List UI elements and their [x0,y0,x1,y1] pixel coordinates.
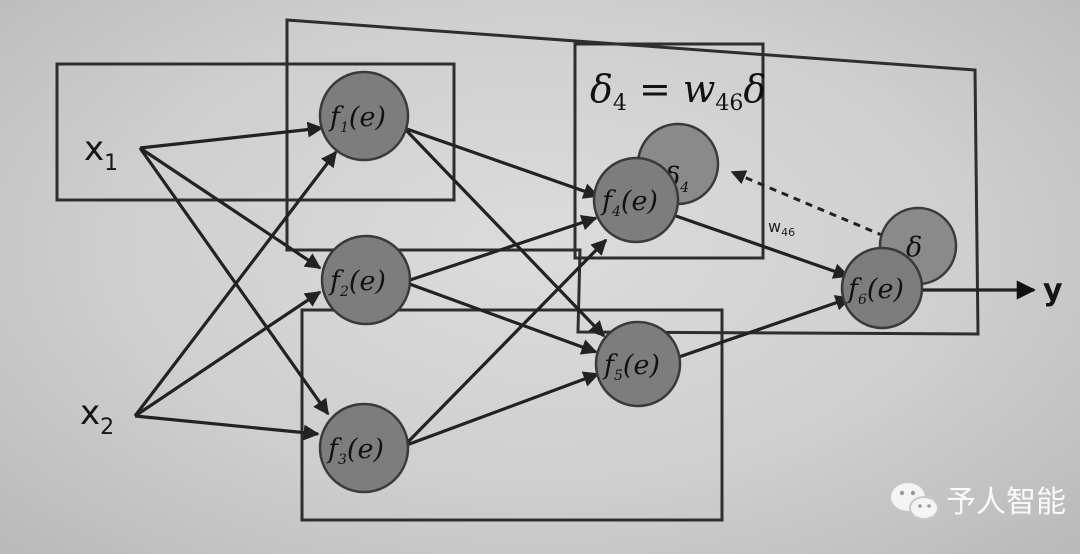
neuron-f5: f5(e) [594,320,682,408]
edge-n5-n6 [675,295,852,360]
edge-x2-n3 [134,414,320,441]
box-delta4 [573,42,765,260]
edge-n2-n4 [403,214,598,284]
input-x1-label: x1 [84,129,118,176]
edge-n4-n6 [675,214,850,279]
edge-n3-n4 [402,238,608,448]
backprop-arrow [730,170,885,238]
weight-w46-label: w46 [768,217,795,239]
neuron-f6: f6(e) [840,246,924,330]
watermark-text: 予人智能 [946,485,1066,520]
watermark: 予人智能 [891,483,1066,520]
svg-text:f4(e): f4(e) [600,186,658,220]
neuron-f2: f2(e) [320,234,412,326]
svg-text:f5(e): f5(e) [602,350,660,384]
delta4-equation: δ4 = w46δ [590,67,766,116]
edge-x1-n3 [138,147,330,416]
output-y-label: y [1043,273,1063,308]
edge-x2-n2 [134,290,322,418]
box-large-top [285,18,980,336]
edge-x1-n2 [139,146,322,270]
edge-n1-n5 [402,126,606,338]
edge-n3-n5 [403,371,600,448]
svg-text:f1(e): f1(e) [328,102,386,136]
edge-x1-n1 [139,121,324,150]
edge-n1-n4 [403,126,600,199]
svg-text:f3(e): f3(e) [326,434,384,468]
input-x2-label: x2 [80,393,114,440]
box-bottom [300,308,724,522]
neuron-f3: f3(e) [318,402,410,494]
svg-text:f2(e): f2(e) [328,266,386,300]
edge-n2-n5 [403,280,598,355]
svg-text:δ: δ [906,232,922,263]
box-x1 [55,62,456,202]
svg-text:f6(e): f6(e) [846,274,904,308]
wechat-icon [891,483,939,520]
neuron-f4: f4(e) [592,156,680,244]
edge-x2-n1 [133,150,338,417]
neuron-f1: f1(e) [318,70,410,162]
